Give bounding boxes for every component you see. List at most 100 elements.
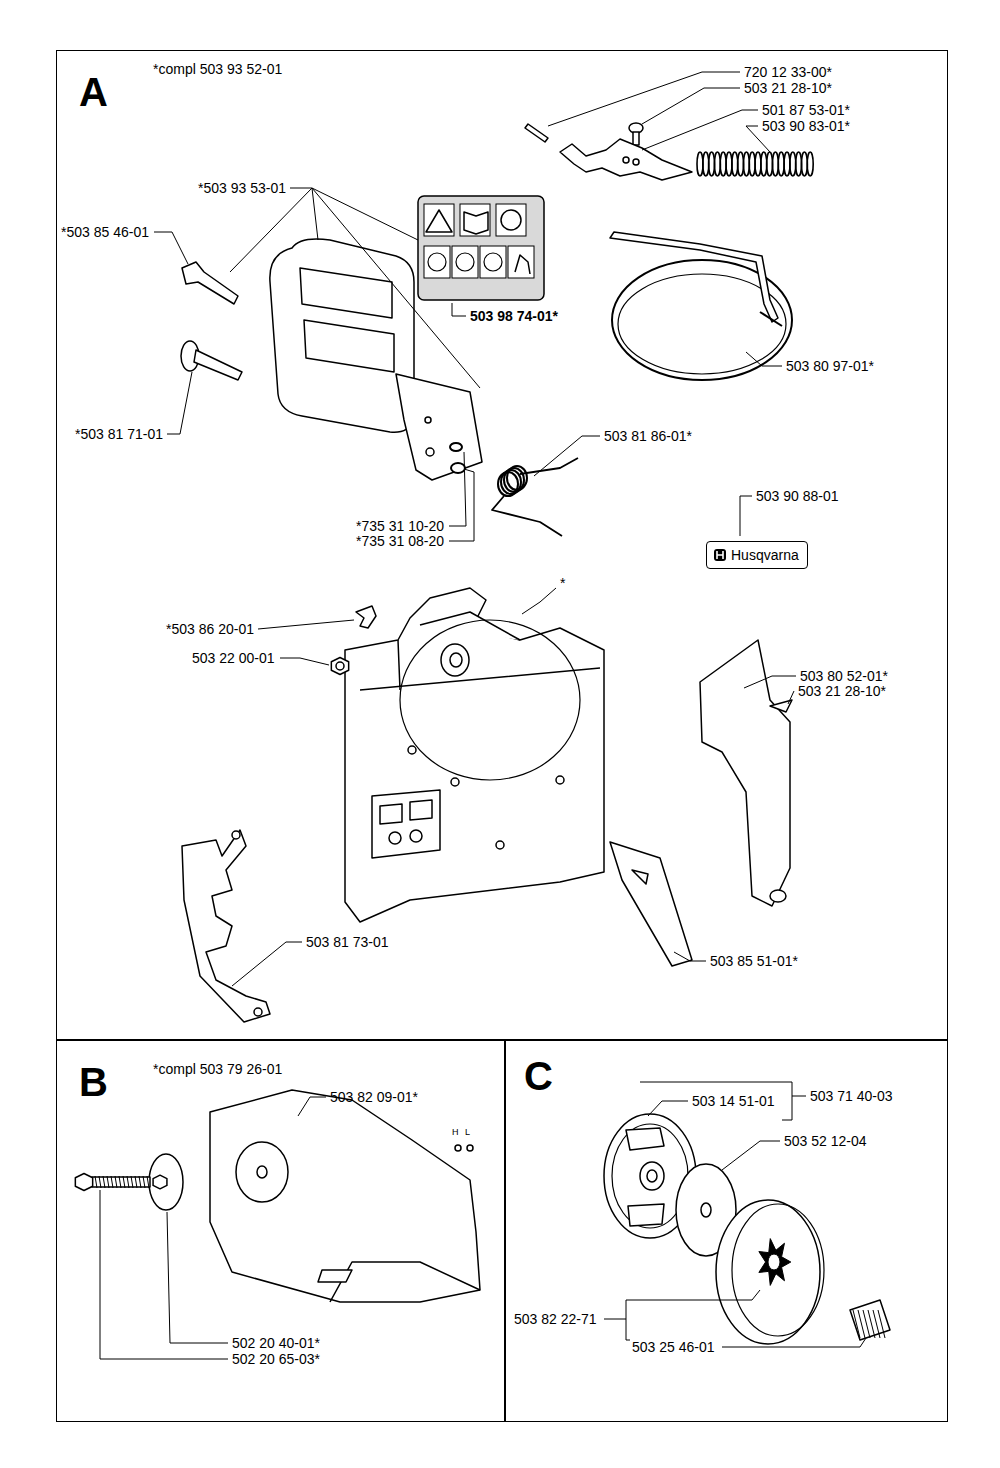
- part-drawing: [464, 212, 488, 234]
- part-drawing: [610, 842, 692, 966]
- leader-line: [167, 372, 192, 434]
- kit-number: *compl 503 93 52-01: [153, 61, 282, 77]
- part-drawing: [451, 778, 459, 786]
- warning-icon: [508, 246, 534, 278]
- part-drawing: [236, 1142, 288, 1202]
- leader-line: [534, 436, 600, 476]
- part-drawing: [525, 124, 548, 142]
- logo-sticker: Husqvarna: [706, 541, 808, 569]
- leader-line: [744, 676, 796, 688]
- part-drawing: [182, 262, 238, 304]
- part-drawing: [135, 1176, 137, 1188]
- part-drawing: [330, 1262, 480, 1302]
- part-drawing: [759, 1239, 791, 1286]
- leader-line: [642, 88, 740, 124]
- part-drawing: [356, 606, 376, 628]
- part-drawing: [194, 350, 242, 380]
- part-drawing: [336, 662, 344, 670]
- part-number: 503 25 46-01: [632, 1339, 715, 1355]
- part-number: 503 90 83-01*: [762, 118, 850, 134]
- part-drawing: [428, 253, 446, 271]
- leader-line: [604, 1319, 626, 1320]
- part-drawing: [360, 612, 600, 690]
- leader-line: [548, 72, 740, 126]
- logo-icon: [713, 548, 727, 562]
- part-drawing: [426, 210, 452, 232]
- part-drawing: [633, 159, 639, 165]
- part-drawing: [410, 830, 422, 842]
- part-drawing: [623, 157, 629, 163]
- part-drawing: [456, 253, 474, 271]
- leader-line: [290, 188, 312, 189]
- part-number: *735 31 10-20: [356, 518, 444, 534]
- part-number: 503 14 51-01: [692, 1093, 775, 1109]
- leader-line: [312, 188, 318, 240]
- panel: Husqvarna A *compl 503 93 52-01: [56, 50, 948, 1040]
- part-number: *503 85 46-01: [61, 224, 149, 240]
- part-drawing: [149, 1154, 183, 1210]
- part-drawing: [632, 870, 648, 884]
- part-drawing: [520, 458, 578, 474]
- part-number: 502 20 65-03*: [232, 1351, 320, 1367]
- part-drawing: [143, 1176, 145, 1188]
- part-drawing: [450, 443, 462, 451]
- leader-line: [674, 952, 706, 961]
- marking-letter: L: [465, 1126, 470, 1138]
- warning-icon: [480, 246, 506, 278]
- part-drawing: [318, 1270, 352, 1282]
- leader-line: [626, 1290, 760, 1300]
- part-number: 503 90 88-01: [756, 488, 839, 504]
- part-number: 503 82 22-71: [514, 1311, 597, 1327]
- part-drawing: [647, 1170, 657, 1182]
- part-drawing: [701, 1203, 711, 1217]
- part-drawing: [107, 1176, 109, 1188]
- leader-line: [640, 1082, 792, 1120]
- part-drawing: [123, 1176, 125, 1188]
- part-drawing: [345, 588, 604, 922]
- part-drawing: [450, 653, 462, 667]
- part-drawing: [300, 268, 392, 318]
- part-drawing: [732, 1204, 824, 1336]
- part-number: 503 22 00-01: [192, 650, 275, 666]
- part-drawing: [372, 790, 440, 858]
- leader-line: [280, 658, 329, 665]
- part-number: 501 87 53-01*: [762, 102, 850, 118]
- part-drawing: [270, 239, 414, 432]
- part-number: 503 80 52-01*: [800, 668, 888, 684]
- part-number: 503 98 74-01*: [470, 308, 558, 324]
- part-number: 503 81 86-01*: [604, 428, 692, 444]
- leader-line: [648, 1101, 688, 1116]
- leader-line: [258, 620, 354, 629]
- part-drawing: [257, 1166, 267, 1178]
- leader-line: [722, 1141, 780, 1170]
- part-number: *735 31 08-20: [356, 533, 444, 549]
- leader-line: [642, 110, 758, 150]
- part-drawing: [484, 253, 502, 271]
- part-drawing: [507, 466, 527, 490]
- part-drawing: [425, 417, 431, 423]
- part-drawing: [331, 658, 348, 675]
- part-drawing: [515, 255, 530, 274]
- panel-letter: C: [524, 1053, 553, 1099]
- leader-line: [452, 303, 466, 316]
- part-drawing: [640, 1162, 664, 1190]
- part-drawing: [451, 463, 465, 473]
- part-number: 502 20 40-01*: [232, 1335, 320, 1351]
- part-drawing: [147, 1176, 149, 1188]
- leader-line: [449, 469, 474, 541]
- part-number: 503 52 12-04: [784, 1133, 867, 1149]
- part-number: 503 71 40-03: [810, 1088, 893, 1104]
- leader-line: [232, 942, 302, 986]
- leader-line: [230, 188, 312, 272]
- leader-line: [792, 1096, 806, 1097]
- part-drawing: [560, 139, 692, 180]
- part-number: *503 93 53-01: [198, 180, 286, 196]
- brand-name: Husqvarna: [731, 547, 799, 563]
- part-drawing: [304, 320, 394, 372]
- part-drawing: [396, 374, 482, 480]
- panel-letter: A: [79, 69, 108, 115]
- part-number: 503 21 28-10*: [798, 683, 886, 699]
- part-number: 720 12 33-00*: [744, 64, 832, 80]
